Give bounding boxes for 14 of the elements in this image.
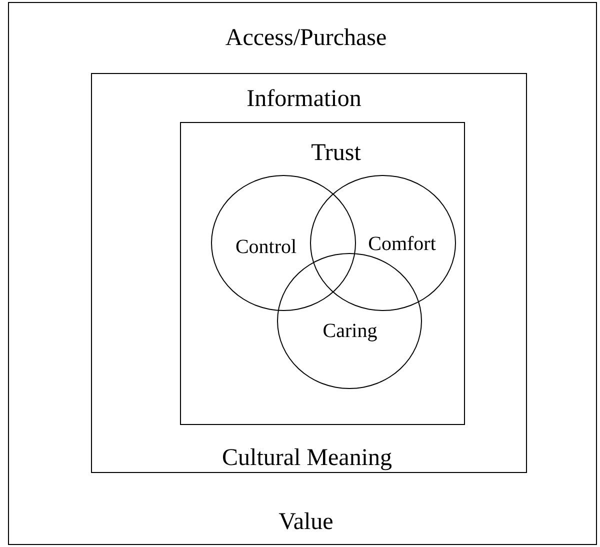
venn-circle	[277, 253, 422, 389]
middle-frame	[91, 73, 527, 473]
venn-circle	[310, 175, 456, 311]
frame-heading: Trust	[311, 141, 361, 165]
outer-frame	[8, 2, 597, 545]
frame-footer: Value	[278, 510, 334, 534]
frame-footer: Cultural Meaning	[222, 446, 392, 470]
circle-label: Caring	[322, 321, 378, 341]
venn-circle	[211, 175, 356, 311]
inner-frame	[180, 122, 465, 425]
circle-label: Comfort	[368, 234, 436, 254]
circle-label: Control	[235, 237, 297, 257]
frame-heading: Information	[246, 87, 362, 111]
frame-heading: Access/Purchase	[225, 26, 387, 50]
